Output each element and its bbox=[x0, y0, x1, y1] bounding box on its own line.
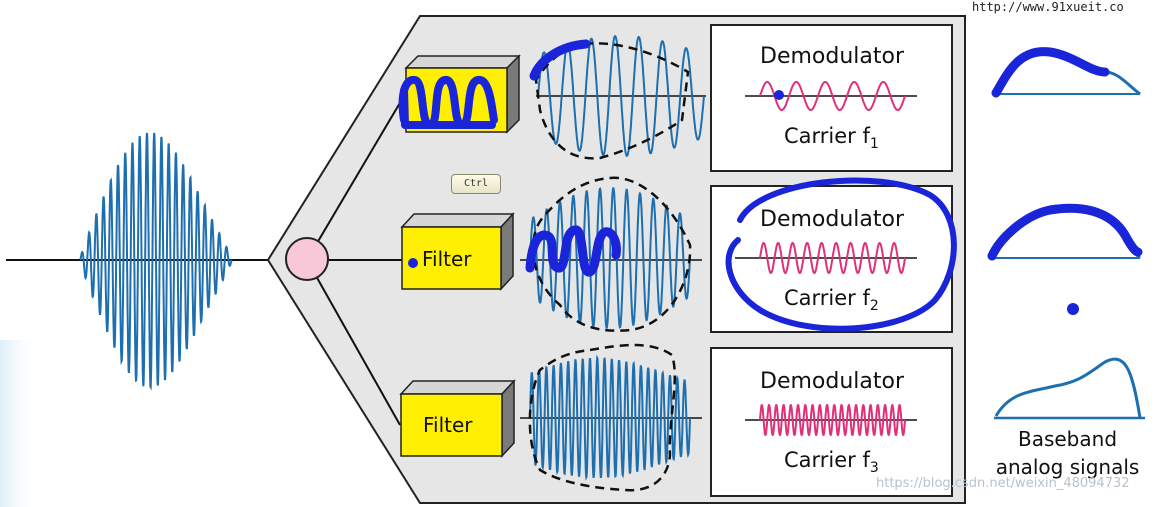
carrier-wave-f2 bbox=[759, 241, 906, 275]
junction-circle bbox=[285, 237, 329, 281]
composite-signal-waveform bbox=[79, 132, 233, 391]
scribble-wave-1 bbox=[529, 39, 591, 81]
carrier-path-3 bbox=[759, 404, 906, 436]
carrier-wave-f3 bbox=[759, 404, 906, 436]
url-text: http://www.91xueit.co bbox=[972, 0, 1124, 14]
carrier-label-1: Carrier f1 bbox=[784, 124, 879, 153]
carrier-wave-f1 bbox=[759, 81, 906, 111]
baseband-label-line1: Baseband bbox=[1017, 427, 1118, 451]
carrier-path-2 bbox=[759, 241, 906, 275]
baseband-label-line2: analog signals bbox=[995, 455, 1140, 479]
filter-box-3 bbox=[399, 379, 516, 458]
background-fade bbox=[0, 340, 40, 507]
annotation-dot-right bbox=[1067, 303, 1079, 315]
carrier-path-1 bbox=[759, 81, 906, 111]
demodulator-title-3: Demodulator bbox=[760, 369, 904, 394]
filter-label-2: Filter bbox=[422, 247, 472, 271]
filtered-waveform-3 bbox=[529, 354, 691, 481]
baseband-signal-3 bbox=[994, 357, 1142, 419]
filter-label-3: Filter bbox=[423, 413, 473, 437]
demodulator-title-1: Demodulator bbox=[760, 44, 904, 69]
demodulator-title-2: Demodulator bbox=[760, 207, 904, 232]
carrier-label-2: Carrier f2 bbox=[784, 286, 879, 315]
scribble-wave-2 bbox=[525, 225, 621, 277]
filtered-wave-path-3 bbox=[529, 354, 691, 481]
annotation-scribbles bbox=[398, 39, 1143, 332]
composite-wave-path bbox=[79, 132, 233, 391]
branch-line-bottom bbox=[306, 259, 401, 426]
scribble-baseband-1 bbox=[991, 47, 1110, 98]
demodulator-box-1 bbox=[710, 24, 953, 172]
envelope-dashed-2 bbox=[531, 176, 692, 332]
scribble-filter-1 bbox=[398, 75, 498, 129]
ctrl-key-indicator: Ctrl bbox=[451, 174, 501, 194]
circle-demodulator-2 bbox=[725, 177, 957, 332]
scribble-baseband-2 bbox=[987, 203, 1143, 261]
filter-box-2 bbox=[400, 212, 515, 291]
watermark: https://blog.csdn.net/weixin_48094732 bbox=[876, 476, 1130, 491]
annotation-dot-carrier-1 bbox=[774, 90, 784, 100]
branch-line-top bbox=[306, 95, 405, 261]
carrier-label-3: Carrier f3 bbox=[784, 448, 879, 477]
envelope-dashed-1 bbox=[534, 42, 690, 160]
annotation-dot-filter-2 bbox=[408, 258, 418, 268]
